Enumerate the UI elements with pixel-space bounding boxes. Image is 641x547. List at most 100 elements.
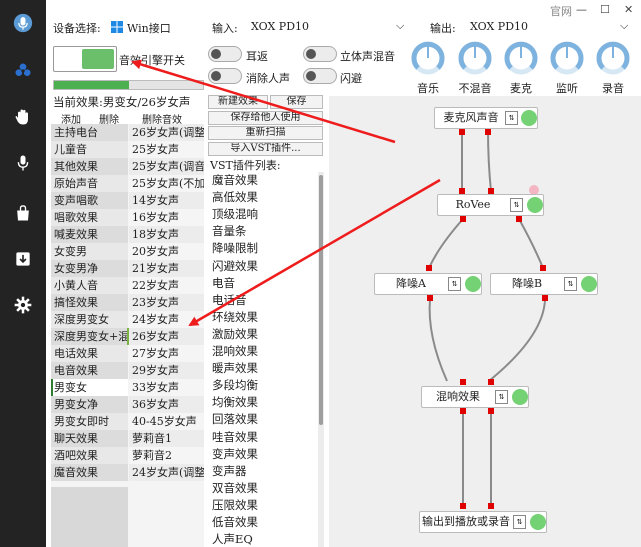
node-noise-reduction-a[interactable]: 降噪A ⇅	[374, 273, 482, 295]
effect-category-cell[interactable]: 搞怪效果	[51, 294, 128, 311]
output-port[interactable]	[516, 216, 522, 222]
effect-preset-cell[interactable]: 33岁女声	[129, 379, 204, 396]
sidebar-item-store[interactable]	[0, 194, 46, 232]
vst-list-item[interactable]: 魔音效果	[212, 173, 258, 187]
rescan-button[interactable]: 重新扫描	[208, 126, 323, 140]
table-row[interactable]: 聊天效果萝莉音1	[51, 430, 204, 447]
effect-category-cell[interactable]: 电话效果	[51, 345, 128, 362]
vst-list-item[interactable]: 压限效果	[212, 497, 258, 512]
engine-switch[interactable]	[53, 46, 117, 72]
effect-preset-cell[interactable]: 25岁女声(调音后)	[129, 158, 204, 175]
effect-preset-cell[interactable]: 萝莉音2	[129, 447, 204, 464]
vst-list-item[interactable]: 暖声效果	[212, 361, 258, 376]
output-port[interactable]	[488, 408, 494, 414]
vst-list-item[interactable]: 降噪限制	[212, 241, 258, 256]
monitor-knob[interactable]: 监听	[547, 40, 587, 96]
effect-category-cell[interactable]: 男变女	[51, 379, 128, 396]
vst-list-item[interactable]: 高低效果	[212, 190, 258, 205]
node-status-indicator[interactable]	[521, 110, 537, 126]
no-mix-knob[interactable]: 不混音	[455, 40, 495, 96]
vst-list-scrollbar[interactable]	[318, 172, 324, 547]
sidebar-item-effects[interactable]	[0, 52, 46, 90]
node-noise-reduction-b[interactable]: 降噪B ⇅	[490, 273, 598, 295]
maximize-button[interactable]: ☐	[600, 3, 610, 16]
chevron-down-icon[interactable]: ⌵	[620, 19, 629, 32]
vst-list-item[interactable]: 低音效果	[212, 515, 258, 529]
vst-list-item[interactable]: 回落效果	[212, 412, 258, 427]
sidebar-item-settings[interactable]	[0, 286, 46, 324]
output-device-select[interactable]: XOX PD10	[470, 20, 529, 33]
output-port[interactable]	[459, 129, 465, 135]
output-port[interactable]	[460, 216, 466, 222]
delete-button[interactable]: 删除	[99, 115, 119, 126]
new-effect-button[interactable]: 新建效果	[208, 95, 268, 109]
table-row[interactable]: 酒吧效果萝莉音2	[51, 447, 204, 464]
effect-preset-cell[interactable]: 14岁女声	[129, 192, 204, 209]
save-for-others-button[interactable]: 保存给他人使用	[208, 111, 323, 125]
effect-category-cell[interactable]: 喊麦效果	[51, 226, 128, 243]
effect-category-cell[interactable]: 电音效果	[51, 362, 128, 379]
effect-preset-cell[interactable]: 29岁女声	[129, 362, 204, 379]
node-mic-input[interactable]: 麦克风声音 ⇅	[434, 107, 538, 129]
node-settings-icon[interactable]: ⇅	[448, 277, 461, 291]
effect-preset-cell[interactable]: 25岁女声	[129, 141, 204, 158]
chevron-down-icon[interactable]: ⌵	[396, 19, 405, 32]
vst-list-item[interactable]: 多段均衡	[212, 378, 258, 393]
effect-preset-cell[interactable]: 萝莉音1	[129, 430, 204, 447]
vst-list-item[interactable]: 音量条	[212, 224, 247, 239]
vst-list-item[interactable]: 电音	[212, 275, 235, 290]
input-port[interactable]	[488, 379, 494, 385]
input-port[interactable]	[459, 188, 465, 194]
effect-preset-cell[interactable]: 24岁女声(调整后)	[129, 464, 204, 481]
node-status-indicator[interactable]	[581, 276, 597, 292]
effect-preset-cell[interactable]: 22岁女声	[129, 277, 204, 294]
vst-list-item[interactable]: 闪避效果	[212, 258, 258, 273]
output-port[interactable]	[485, 129, 491, 135]
vst-list-item[interactable]: 激励效果	[212, 326, 258, 341]
stereo-mix-toggle[interactable]	[303, 46, 337, 62]
effect-category-cell[interactable]: 唱歌效果	[51, 209, 128, 226]
effect-category-cell[interactable]: 小黄人音	[51, 277, 128, 294]
effect-preset-cell[interactable]: 27岁女声	[129, 345, 204, 362]
device-select-value[interactable]: Win接口	[127, 22, 171, 35]
input-port[interactable]	[488, 188, 494, 194]
node-rovee[interactable]: RoVee ⇅	[437, 194, 544, 216]
record-knob[interactable]: 录音	[593, 40, 633, 96]
effect-preset-cell[interactable]: 16岁女声	[129, 209, 204, 226]
effect-category-cell[interactable]: 深度男变女	[51, 311, 128, 328]
input-device-select[interactable]: XOX PD10	[251, 20, 310, 33]
output-port[interactable]	[542, 295, 548, 301]
node-status-indicator[interactable]	[465, 276, 481, 292]
effect-category-cell[interactable]: 女变男净	[51, 260, 128, 277]
node-settings-icon[interactable]: ⇅	[564, 277, 577, 291]
input-port[interactable]	[426, 265, 432, 271]
vst-list-item[interactable]: 人声EQ	[212, 532, 253, 547]
output-port[interactable]	[460, 408, 466, 414]
node-status-indicator[interactable]	[530, 514, 546, 530]
add-button[interactable]: 添加	[61, 115, 81, 126]
effect-category-cell[interactable]: 女变男	[51, 243, 128, 260]
effect-category-cell[interactable]: 深度男变女+混响	[51, 328, 128, 345]
node-status-indicator[interactable]	[527, 197, 543, 213]
close-button[interactable]: ✕	[624, 3, 634, 16]
node-settings-icon[interactable]: ⇅	[513, 515, 526, 529]
input-port[interactable]	[460, 379, 466, 385]
input-port[interactable]	[540, 265, 546, 271]
effect-preset-cell[interactable]: 36岁女声	[129, 396, 204, 413]
effect-preset-cell[interactable]: 25岁女声(不加...	[129, 175, 204, 192]
vst-list-item[interactable]: 电话音	[212, 292, 247, 307]
effect-preset-cell[interactable]: 40-45岁女声	[129, 413, 204, 430]
effect-category-cell[interactable]: 魔音效果	[51, 464, 128, 481]
effect-category-cell[interactable]: 男变女即时	[51, 413, 128, 430]
